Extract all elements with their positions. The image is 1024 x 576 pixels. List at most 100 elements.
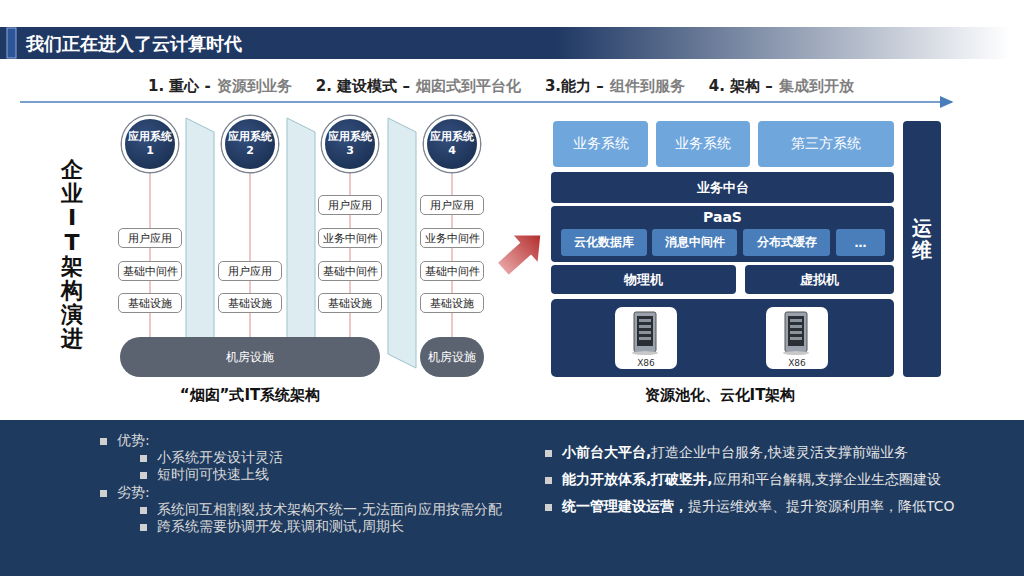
node-text: 基础设施	[128, 296, 172, 311]
paas-component: …	[836, 229, 885, 256]
server-rack	[626, 310, 666, 356]
bullet-text: 小前台大平台,	[562, 444, 651, 462]
phase-desc: 资源到业务	[217, 77, 292, 96]
layer-box: 业务中间件	[420, 228, 484, 248]
bullet-row: 能力开放体系,打破竖井,应用和平台解耦,支撑企业生态圈建设	[545, 471, 941, 489]
paas-component: 消息中间件	[652, 229, 737, 256]
paas-component: 分布式缓存	[743, 229, 830, 256]
facility-band: 机房设施	[420, 337, 484, 377]
node-text: 业务系统	[573, 135, 629, 153]
bullet-text: 劣势:	[117, 484, 150, 502]
stack-line	[451, 215, 452, 228]
stack-line	[249, 313, 250, 337]
system-circle: 应用系统 2	[222, 116, 278, 172]
node-text: 基础设施	[328, 296, 372, 311]
facility-band: 机房设施	[120, 337, 380, 377]
bullet-text: 短时间可快速上线	[157, 466, 269, 484]
bullet-square	[140, 507, 147, 514]
node-text: 基础中间件	[323, 264, 378, 279]
stack-line	[349, 281, 350, 293]
server-panel	[551, 299, 894, 377]
node-text: 运维	[912, 217, 932, 261]
node-text: 用户应用	[328, 198, 372, 213]
phase-title: 3.能力 –	[545, 77, 604, 96]
glass-panel	[287, 118, 315, 368]
stack-line	[451, 313, 452, 337]
diagram-caption: 资源池化、云化IT架构	[560, 386, 880, 405]
glass-panel	[388, 118, 416, 368]
node-text: 业务中台	[697, 179, 749, 197]
system-circle: 应用系统 4	[424, 116, 480, 172]
stack-line	[149, 248, 150, 261]
node-text: 业务中间件	[425, 231, 480, 246]
node-text: 应用系统 1	[127, 130, 173, 158]
node-text: 物理机	[624, 271, 663, 289]
ops-bar: 运维	[903, 121, 941, 377]
system-circle: 应用系统 1	[122, 116, 178, 172]
bullet-square	[100, 490, 107, 497]
phase-desc: 组件到服务	[610, 77, 685, 96]
business-box: 第三方系统	[758, 121, 894, 167]
stack-line	[451, 281, 452, 293]
platform-bar: 物理机	[551, 265, 736, 294]
bullet-square	[140, 472, 147, 479]
bullet-row: 小前台大平台,打造企业中台服务,快速灵活支撑前端业务	[545, 444, 908, 462]
node-text: 消息中间件	[665, 234, 725, 251]
system-circle: 应用系统 3	[322, 116, 378, 172]
node-text: 基础设施	[228, 296, 272, 311]
diagram-caption: “烟囱”式IT系统架构	[90, 386, 410, 405]
stack-line	[149, 172, 150, 228]
business-box: 业务系统	[553, 121, 648, 167]
phase-desc: 集成到开放	[779, 77, 854, 96]
layer-box: 基础中间件	[318, 261, 382, 281]
title-accent	[7, 28, 16, 58]
bullet-text: 能力开放体系,打破竖井,	[562, 471, 713, 489]
phase-title: 2. 建设模式 –	[316, 77, 410, 96]
stack-line	[249, 281, 250, 293]
node-text: PaaS	[703, 209, 742, 225]
stack-line	[349, 313, 350, 337]
bullet-text: 优势:	[117, 432, 150, 450]
bullet-row: 短时间可快速上线	[140, 466, 269, 484]
layer-box: 基础中间件	[118, 261, 182, 281]
layer-box: 用户应用	[218, 261, 282, 281]
bullet-text: 提升运维效率、提升资源利用率，降低TCO	[688, 498, 955, 516]
bottom-band	[0, 420, 1024, 576]
bullet-row: 小系统开发设计灵活	[140, 449, 283, 467]
server-icon: X86	[615, 307, 677, 369]
phase-title: 1. 重心 -	[148, 77, 211, 96]
phase-title: 4. 架构 –	[709, 77, 773, 96]
bullet-text: 小系统开发设计灵活	[157, 449, 283, 467]
vertical-title: 企业IT架构演进	[61, 158, 83, 352]
paas-component: 云化数据库	[561, 229, 647, 256]
node-text: 基础中间件	[123, 264, 178, 279]
node-text: 虚拟机	[800, 271, 839, 289]
node-text: 分布式缓存	[757, 234, 817, 251]
bullet-text: 统一管理建设运营，	[562, 498, 688, 516]
stack-line	[349, 172, 350, 195]
layer-box: 基础中间件	[420, 261, 484, 281]
stack-line	[451, 248, 452, 261]
node-text: 基础设施	[430, 296, 474, 311]
node-text: …	[855, 236, 867, 250]
bullet-row: 劣势:	[100, 484, 150, 502]
platform-bar: 业务中台	[551, 172, 894, 203]
node-text: X86	[637, 358, 655, 368]
bullet-square	[545, 504, 552, 511]
stack-line	[249, 172, 250, 261]
node-text: 用户应用	[228, 264, 272, 279]
server-icon: X86	[766, 307, 828, 369]
big-arrow	[489, 220, 554, 285]
timeline-arrow	[20, 101, 952, 103]
node-text: 应用系统 2	[227, 130, 273, 158]
stack-line	[149, 313, 150, 337]
business-box: 业务系统	[656, 121, 750, 167]
bullet-text: 应用和平台解耦,支撑企业生态圈建设	[713, 471, 941, 489]
node-text: 业务中间件	[323, 231, 378, 246]
node-text: 机房设施	[428, 349, 476, 366]
server-rack	[777, 310, 817, 356]
node-text: 云化数据库	[574, 234, 634, 251]
stack-line	[349, 215, 350, 228]
bullet-square	[545, 477, 552, 484]
stack-line	[451, 172, 452, 195]
